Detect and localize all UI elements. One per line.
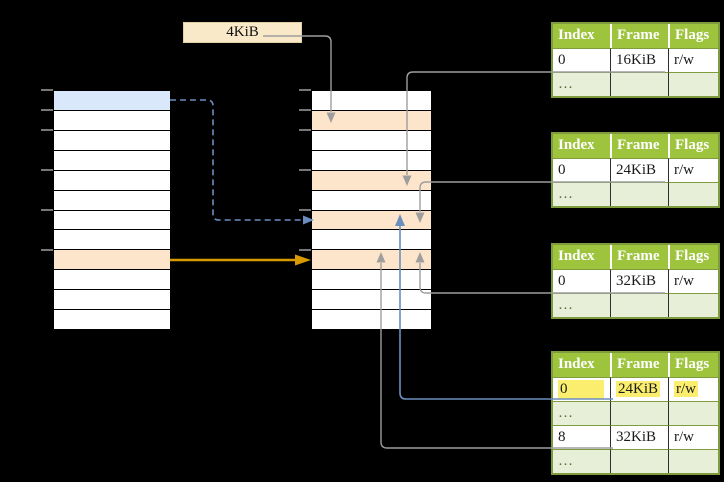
table-cell: 24KiB (610, 158, 668, 182)
table-cell: r/w (668, 377, 718, 401)
arrow-right-icon (295, 254, 311, 266)
table-cell (610, 72, 668, 96)
table-cell: … (553, 293, 610, 317)
memory-row-orange (54, 250, 170, 271)
memory-row-white (312, 130, 431, 151)
table-cell: … (553, 401, 610, 425)
table-cell (610, 401, 668, 425)
table-cell: r/w (668, 425, 718, 449)
memory-row-white (54, 190, 170, 211)
memory-row-orange (312, 250, 431, 271)
column-header-index: Index (553, 134, 610, 158)
memory-row-white (54, 270, 170, 291)
table-cell: 0 (553, 48, 610, 72)
table-cell: 0 (553, 377, 610, 401)
memory-row-white (54, 290, 170, 311)
column-header-flags: Flags (668, 353, 718, 377)
table-cell: … (553, 449, 610, 473)
memory-row-white (312, 310, 431, 330)
column-header-index: Index (553, 245, 610, 269)
column-header-frame: Frame (610, 353, 668, 377)
table-cell (668, 449, 718, 473)
column-header-frame: Frame (610, 24, 668, 48)
memory-row-orange (312, 170, 431, 191)
table-cell (610, 182, 668, 206)
table-cell (668, 401, 718, 425)
table-cell (668, 293, 718, 317)
column-header-flags: Flags (668, 24, 718, 48)
column-header-flags: Flags (668, 245, 718, 269)
memory-row-white (54, 110, 170, 131)
memory-row-white (54, 210, 170, 231)
table-cell: … (553, 72, 610, 96)
table-cell (668, 182, 718, 206)
column-header-frame: Frame (610, 245, 668, 269)
table-cell: 16KiB (610, 48, 668, 72)
memory-row-white (312, 290, 431, 311)
memory-row-orange (312, 210, 431, 231)
memory-row-white (312, 270, 431, 291)
memory-row-white (54, 130, 170, 151)
memory-row-white (312, 190, 431, 211)
page-size-label: 4KiB (183, 22, 302, 43)
table-cell: 32KiB (610, 269, 668, 293)
connector-virtual-to-physical-dashed (170, 99, 302, 221)
memory-row-orange (312, 110, 431, 131)
table-cell: 8 (553, 425, 610, 449)
table-cell: 0 (553, 269, 610, 293)
highlighted-value: r/w (674, 381, 698, 397)
table-cell: 24KiB (610, 377, 668, 401)
memory-row-white (54, 150, 170, 171)
highlighted-value: 24KiB (616, 381, 661, 397)
column-header-index: Index (553, 24, 610, 48)
table-cell (610, 449, 668, 473)
column-header-index: Index (553, 353, 610, 377)
memory-row-white (54, 310, 170, 330)
column-header-frame: Frame (610, 134, 668, 158)
memory-row-blue (54, 91, 170, 111)
table-cell: 0 (553, 158, 610, 182)
table-cell (610, 293, 668, 317)
table-cell: r/w (668, 48, 718, 72)
table-cell: … (553, 182, 610, 206)
table-cell: r/w (668, 158, 718, 182)
highlighted-value: 0 (558, 380, 604, 399)
memory-row-white (54, 170, 170, 191)
virtual-memory-column (53, 90, 171, 330)
table-cell (668, 72, 718, 96)
column-header-flags: Flags (668, 134, 718, 158)
memory-row-white (312, 150, 431, 171)
memory-row-white (54, 230, 170, 251)
memory-row-white (312, 230, 431, 251)
physical-memory-column (311, 90, 432, 330)
table-cell: 32KiB (610, 425, 668, 449)
table-cell: r/w (668, 269, 718, 293)
memory-row-white (312, 91, 431, 111)
